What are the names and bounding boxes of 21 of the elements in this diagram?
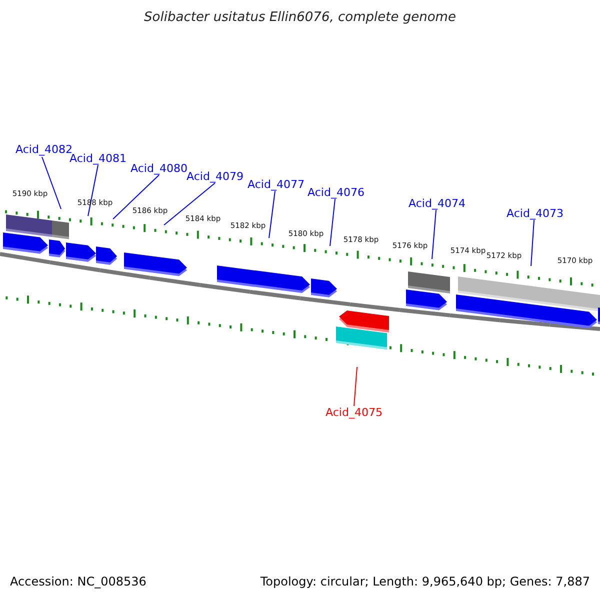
- gene-label: Acid_4081: [70, 152, 126, 166]
- gene-label: Acid_4075: [326, 406, 382, 420]
- leader-line: [42, 156, 62, 210]
- leader-line: [164, 182, 216, 226]
- leader-line: [88, 164, 98, 216]
- footer-text: Accession: NC_008536: [10, 575, 146, 589]
- footer-text: Topology: circular; Length: 9,965,640 bp; Genes: 7,887: [260, 575, 590, 589]
- leader-line: [354, 366, 358, 406]
- leader-line: [268, 190, 276, 238]
- gene-label: Acid_4073: [506, 208, 564, 220]
- leader-line: [112, 174, 160, 220]
- gene-label: Acid_4079: [186, 170, 244, 184]
- gene-label: Acid_4082: [16, 144, 72, 156]
- title: Solibacter usitatus Ellin6076, complete genome: [144, 10, 456, 26]
- gene-label: Acid_4077: [248, 178, 304, 192]
- leader-line: [530, 220, 534, 266]
- leader-line: [330, 198, 336, 246]
- leader-line: [432, 210, 436, 260]
- gene-label: Acid_4074: [408, 198, 466, 210]
- gene-label: Acid_4076: [308, 186, 364, 200]
- gene-label: Acid_4080: [130, 162, 188, 176]
